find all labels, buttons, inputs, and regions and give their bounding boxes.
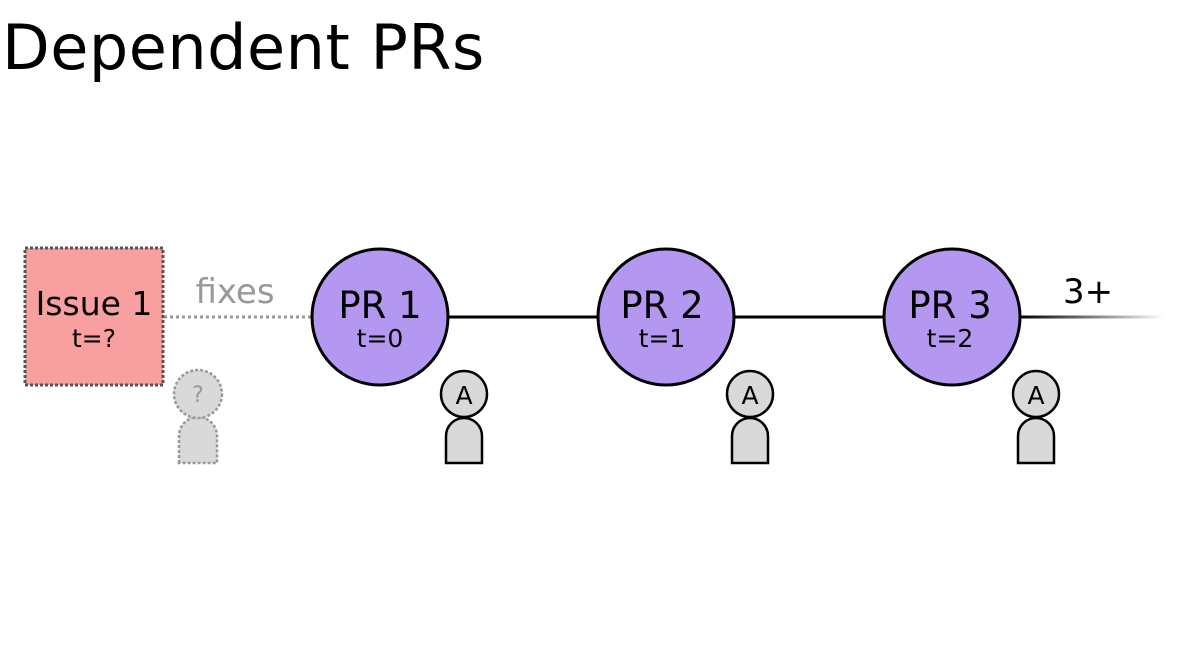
issue-node: Issue 1 t=? <box>23 246 165 387</box>
unknown-author-glyph: ? <box>192 383 204 408</box>
pr-author-2: A <box>725 369 775 465</box>
page-title: Dependent PRs <box>2 11 485 84</box>
person-icon <box>1016 416 1056 465</box>
pr-author-3: A <box>1011 369 1061 465</box>
pr-time: t=1 <box>639 324 686 353</box>
continuation-label: 3+ <box>1063 272 1113 312</box>
author-initial: A <box>1027 381 1044 410</box>
pr-node-3: PR 3 t=2 <box>882 247 1022 387</box>
pr-author-1: A <box>439 369 489 465</box>
issue-time: t=? <box>72 324 116 353</box>
pr-node-1: PR 1 t=0 <box>310 247 450 387</box>
person-icon <box>177 415 219 465</box>
pr-time: t=2 <box>927 324 974 353</box>
pr-node-2: PR 2 t=1 <box>596 247 736 387</box>
unknown-author: ? <box>172 368 224 465</box>
pr-label: PR 2 <box>620 284 703 327</box>
pr-time: t=0 <box>357 324 404 353</box>
issue-label: Issue 1 <box>36 284 153 323</box>
author-initial: A <box>741 381 758 410</box>
pr-label: PR 3 <box>908 284 991 327</box>
person-icon <box>730 416 770 465</box>
author-initial: A <box>455 381 472 410</box>
person-icon <box>444 416 484 465</box>
fixes-label: fixes <box>195 272 274 312</box>
continuation-connector <box>1020 315 1165 319</box>
pr-label: PR 1 <box>338 284 421 327</box>
